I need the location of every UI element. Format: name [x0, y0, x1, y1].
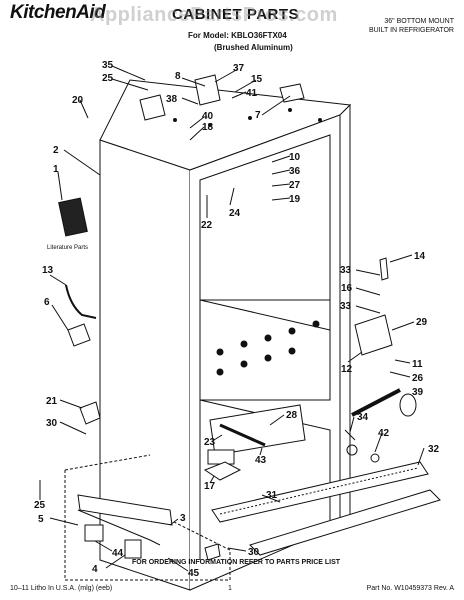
callout-33b: 33: [340, 301, 352, 312]
cabinet-front-outline: [99, 139, 191, 591]
model-line: For Model: KBLO36FTX04: [188, 31, 287, 40]
callout-6: 6: [44, 297, 50, 308]
callout-7: 7: [255, 110, 261, 121]
callout-43: 43: [255, 455, 267, 466]
callout-10: 10: [289, 152, 301, 163]
callout-18: 18: [202, 122, 214, 133]
callout-40: 40: [202, 111, 214, 122]
product-type-line1: 36" BOTTOM MOUNT: [384, 18, 454, 25]
product-type-line2: BUILT IN REFRIGERATOR: [368, 27, 454, 34]
callout-29: 29: [416, 317, 428, 328]
callout-20: 20: [72, 95, 84, 106]
callout-labels: 35 25 8 37 15 20 38 41 7 40 18 2 1 10 36…: [34, 60, 440, 579]
litho-info: 10–11 Litho In U.S.A. (mlg) (eeb): [10, 585, 113, 592]
callout-25b: 25: [34, 500, 46, 511]
callout-14: 14: [414, 251, 426, 262]
callout-27: 27: [289, 180, 301, 191]
callout-11: 11: [412, 359, 423, 370]
callout-22: 22: [201, 220, 213, 231]
callout-17: 17: [204, 481, 216, 492]
callout-38: 38: [166, 94, 178, 105]
callout-44: 44: [112, 548, 124, 559]
callout-3: 3: [180, 513, 186, 524]
callout-25: 25: [102, 73, 114, 84]
variant-line: (Brushed Aluminum): [214, 43, 293, 52]
ordering-info: FOR ORDERING INFORMATION REFER TO PARTS …: [132, 559, 341, 566]
watermark: AppliancePartsPros.com: [90, 4, 338, 26]
callout-24: 24: [229, 208, 241, 219]
callout-26: 26: [412, 373, 424, 384]
part-number: Part No. W10459373 Rev. A: [366, 585, 454, 592]
callout-16: 16: [341, 283, 353, 294]
callout-45: 45: [188, 568, 200, 579]
callout-4: 4: [92, 564, 98, 575]
callout-5: 5: [38, 514, 44, 525]
callout-32: 32: [428, 444, 440, 455]
kick-plate: [249, 489, 441, 556]
base-group-box: [64, 470, 231, 581]
callout-15: 15: [251, 74, 263, 85]
callout-42: 42: [378, 428, 390, 439]
literature-booklet: [58, 197, 88, 237]
callout-30a: 30: [46, 418, 58, 429]
cabinet-right-side: [189, 103, 351, 591]
brand-logo: KitchenAid: [10, 2, 106, 23]
callout-21: 21: [46, 396, 58, 407]
callout-19: 19: [289, 194, 301, 205]
callout-39: 39: [412, 387, 424, 398]
callout-2: 2: [53, 145, 59, 156]
callout-36: 36: [289, 166, 301, 177]
callout-1: 1: [53, 164, 59, 175]
literature-label: Literature Parts: [47, 245, 88, 251]
callout-37: 37: [233, 63, 245, 74]
page-title: CABINET PARTS: [172, 6, 300, 23]
callout-13: 13: [42, 265, 54, 276]
callout-8: 8: [175, 71, 181, 82]
callout-12: 12: [341, 364, 353, 375]
page-number: 1: [228, 585, 232, 592]
callout-34: 34: [357, 412, 369, 423]
toe-grille: [211, 461, 429, 523]
callout-33a: 33: [340, 265, 352, 276]
callout-23: 23: [204, 437, 216, 448]
callout-31: 31: [266, 490, 278, 501]
callout-35: 35: [102, 60, 114, 71]
callout-41: 41: [246, 88, 258, 99]
callout-30b: 30: [248, 547, 260, 558]
callout-28: 28: [286, 410, 298, 421]
